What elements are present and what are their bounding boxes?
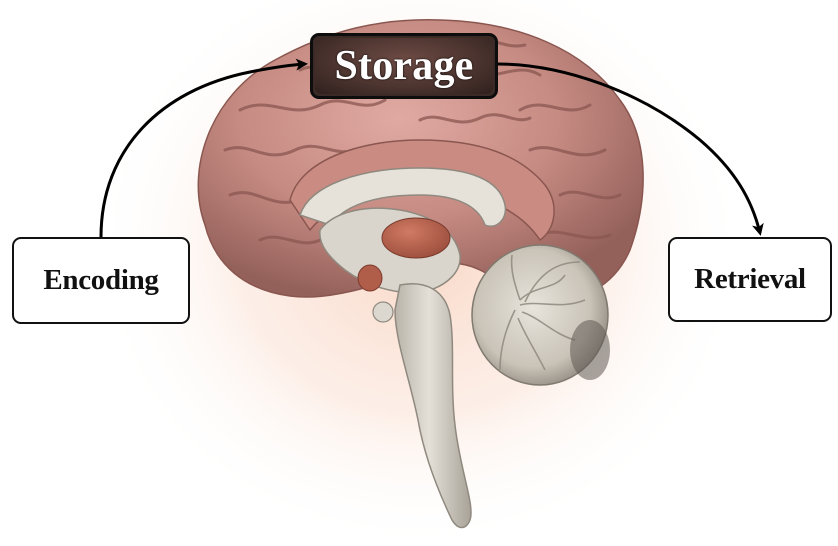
storage-label: Storage (334, 42, 473, 90)
pituitary (373, 302, 393, 322)
cerebellum (472, 245, 610, 385)
encoding-label: Encoding (43, 264, 158, 297)
storage-stage-box: Storage (310, 33, 498, 99)
hypothalamus (358, 265, 382, 291)
encoding-stage-box: Encoding (12, 237, 190, 324)
retrieval-label: Retrieval (694, 263, 806, 296)
retrieval-stage-box: Retrieval (668, 237, 832, 322)
thalamus (382, 218, 450, 258)
